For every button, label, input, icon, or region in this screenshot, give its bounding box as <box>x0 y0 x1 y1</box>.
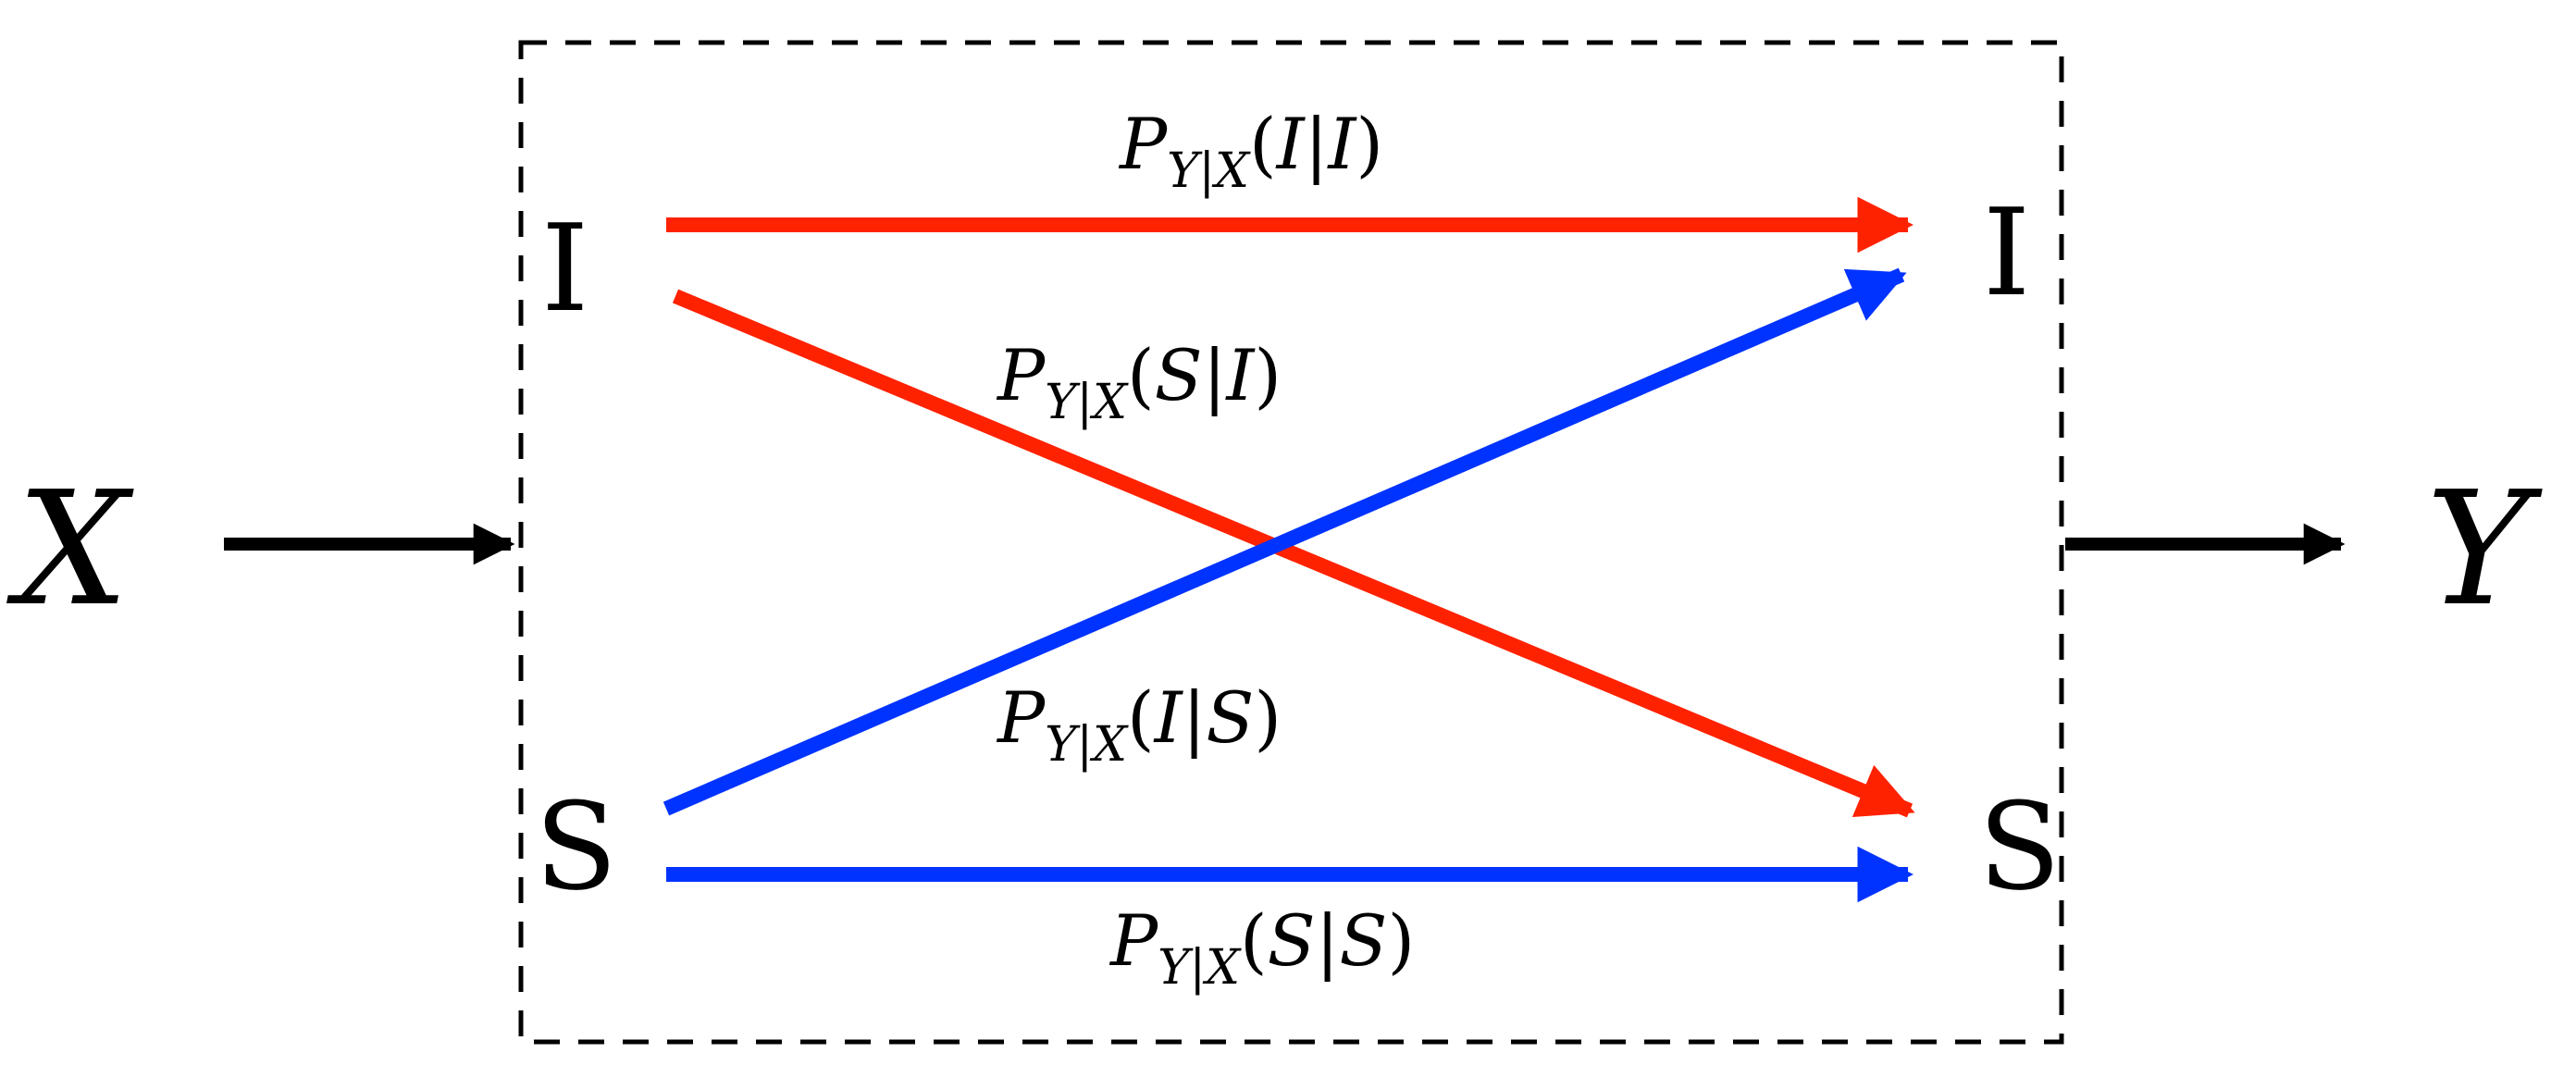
output-state-I: I <box>1983 182 2030 323</box>
input-variable-label: X <box>6 458 134 641</box>
channel-box <box>518 40 2064 1045</box>
output-variable-label: Y <box>2426 458 2543 641</box>
prob-label-S-given-S: PY|X(S|S) <box>1108 899 1415 996</box>
transition-arrow-I-to-S <box>672 289 1915 818</box>
prob-label-I-given-S: PY|X(I|S) <box>996 676 1282 773</box>
prob-label-S-given-I: PY|X(S|I) <box>996 334 1282 430</box>
input-state-S: S <box>535 776 617 917</box>
transition-arrow-S-to-I <box>663 267 1907 816</box>
prob-label-I-given-I: PY|X(I|I) <box>1118 103 1383 199</box>
output-state-S: S <box>1978 776 2061 917</box>
input-state-I: I <box>541 198 588 339</box>
